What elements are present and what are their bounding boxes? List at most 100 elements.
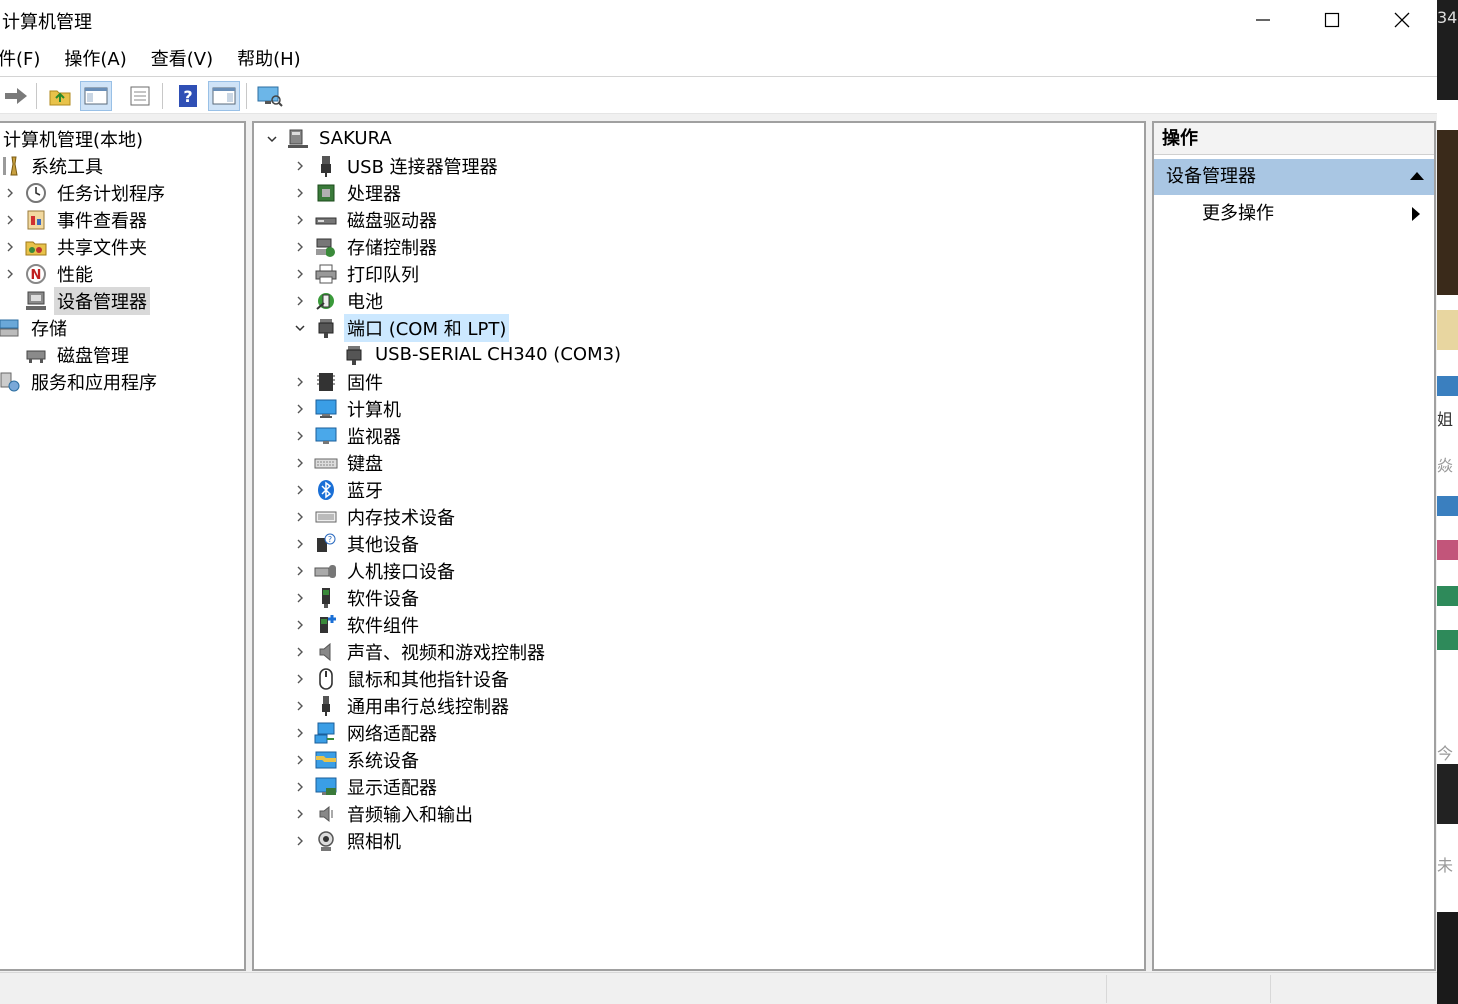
device-category[interactable]: 软件组件 bbox=[292, 611, 422, 638]
expand-chevron-icon[interactable] bbox=[292, 482, 308, 498]
expand-chevron-icon[interactable] bbox=[2, 239, 18, 255]
device-category[interactable]: 蓝牙 bbox=[292, 476, 386, 503]
expand-chevron-icon[interactable] bbox=[292, 806, 308, 822]
console-tree-item[interactable]: 磁盘管理 bbox=[24, 341, 132, 368]
device-category[interactable]: 通用串行总线控制器 bbox=[292, 692, 512, 719]
device-category[interactable]: 磁盘驱动器 bbox=[292, 206, 440, 233]
expand-chevron-icon[interactable] bbox=[292, 293, 308, 309]
device-category[interactable]: 监视器 bbox=[292, 422, 404, 449]
tree-item-label: 声音、视频和游戏控制器 bbox=[347, 642, 545, 664]
expand-chevron-icon[interactable] bbox=[292, 644, 308, 660]
camera-icon bbox=[314, 829, 338, 853]
device-category[interactable]: 内存技术设备 bbox=[292, 503, 458, 530]
device-tree-root[interactable]: SAKURA bbox=[264, 125, 395, 152]
expand-chevron-icon[interactable] bbox=[292, 212, 308, 228]
collapse-chevron-icon[interactable] bbox=[264, 131, 280, 147]
expand-chevron-icon[interactable] bbox=[292, 617, 308, 633]
expand-chevron-icon[interactable] bbox=[292, 752, 308, 768]
expand-chevron-icon[interactable] bbox=[292, 185, 308, 201]
window-title: 计算机管理 bbox=[2, 12, 92, 33]
device-category[interactable]: 存储控制器 bbox=[292, 233, 440, 260]
menu-action[interactable]: 操作(A) bbox=[64, 49, 127, 70]
expand-chevron-icon[interactable] bbox=[292, 590, 308, 606]
device-category[interactable]: 系统设备 bbox=[292, 746, 422, 773]
expand-chevron-icon[interactable] bbox=[292, 536, 308, 552]
tree-item-label: 任务计划程序 bbox=[57, 183, 165, 205]
menu-help[interactable]: 帮助(H) bbox=[237, 49, 301, 70]
device-category[interactable]: 打印队列 bbox=[292, 260, 422, 287]
properties-button[interactable] bbox=[124, 81, 156, 111]
console-tree-item[interactable]: 计算机管理(本地) bbox=[0, 125, 146, 152]
expand-chevron-icon[interactable] bbox=[2, 212, 18, 228]
console-tree-item[interactable]: 存储 bbox=[0, 314, 70, 341]
expand-chevron-icon[interactable] bbox=[292, 428, 308, 444]
expand-chevron-icon[interactable] bbox=[292, 266, 308, 282]
console-tree-item[interactable]: 事件查看器 bbox=[2, 206, 150, 233]
device-category[interactable]: 键盘 bbox=[292, 449, 386, 476]
actions-group-device-manager[interactable]: 设备管理器 bbox=[1154, 159, 1434, 195]
menu-file[interactable]: 件(F) bbox=[0, 49, 41, 70]
tree-item-label: 服务和应用程序 bbox=[31, 372, 157, 394]
speaker-icon bbox=[314, 640, 338, 664]
expand-chevron-icon[interactable] bbox=[292, 725, 308, 741]
forward-button[interactable] bbox=[0, 81, 32, 111]
expand-chevron-icon[interactable] bbox=[2, 185, 18, 201]
device-category[interactable]: 固件 bbox=[292, 368, 386, 395]
console-tree-item[interactable]: 服务和应用程序 bbox=[0, 368, 160, 395]
minimize-button[interactable] bbox=[1228, 0, 1298, 40]
console-tree-item[interactable]: 设备管理器 bbox=[24, 286, 150, 315]
tree-item-label: 处理器 bbox=[347, 183, 401, 205]
device-category[interactable]: 网络适配器 bbox=[292, 719, 440, 746]
background-badge bbox=[1437, 496, 1458, 516]
scan-hardware-icon bbox=[257, 86, 283, 107]
expand-chevron-icon[interactable] bbox=[2, 266, 18, 282]
maximize-button[interactable] bbox=[1297, 0, 1367, 40]
help-button[interactable]: ? bbox=[172, 81, 204, 111]
device-category[interactable]: ?其他设备 bbox=[292, 530, 422, 557]
show-hide-tree-button[interactable] bbox=[80, 81, 112, 111]
device-category[interactable]: 软件设备 bbox=[292, 584, 422, 611]
console-tree-icon bbox=[84, 87, 108, 105]
console-tree-item[interactable]: 任务计划程序 bbox=[2, 179, 168, 206]
system-device-icon bbox=[314, 748, 338, 772]
device-category[interactable]: USB 连接器管理器 bbox=[292, 152, 501, 179]
device-category[interactable]: 人机接口设备 bbox=[292, 557, 458, 584]
expand-chevron-icon[interactable] bbox=[292, 509, 308, 525]
expand-chevron-icon[interactable] bbox=[292, 671, 308, 687]
expand-chevron-icon[interactable] bbox=[292, 239, 308, 255]
expand-chevron-icon[interactable] bbox=[292, 779, 308, 795]
device-category[interactable]: 电池 bbox=[292, 287, 386, 314]
console-tree-item[interactable]: 系统工具 bbox=[0, 152, 106, 179]
expand-chevron-icon[interactable] bbox=[292, 158, 308, 174]
device-category[interactable]: 计算机 bbox=[292, 395, 404, 422]
disk-icon bbox=[24, 343, 48, 367]
minimize-icon bbox=[1256, 19, 1270, 21]
close-button[interactable] bbox=[1367, 0, 1437, 40]
device-category[interactable]: 鼠标和其他指针设备 bbox=[292, 665, 512, 692]
expand-chevron-icon[interactable] bbox=[292, 374, 308, 390]
console-tree-item[interactable]: 共享文件夹 bbox=[2, 233, 150, 260]
expand-chevron-icon[interactable] bbox=[292, 455, 308, 471]
device-category[interactable]: 音频输入和输出 bbox=[292, 800, 476, 827]
menu-view[interactable]: 查看(V) bbox=[150, 49, 214, 70]
collapse-chevron-icon[interactable] bbox=[292, 320, 308, 336]
device-category[interactable]: 处理器 bbox=[292, 179, 404, 206]
forward-arrow-icon bbox=[5, 88, 27, 104]
expand-chevron-icon[interactable] bbox=[292, 401, 308, 417]
up-folder-button[interactable] bbox=[44, 81, 76, 111]
device-category[interactable]: 显示适配器 bbox=[292, 773, 440, 800]
software-component-icon bbox=[314, 613, 338, 637]
device-category[interactable]: 端口 (COM 和 LPT) bbox=[292, 313, 510, 342]
tree-item-label: 磁盘管理 bbox=[57, 345, 129, 367]
device-item[interactable]: USB-SERIAL CH340 (COM3) bbox=[342, 341, 624, 368]
more-actions-item[interactable]: 更多操作 bbox=[1202, 203, 1274, 224]
expand-chevron-icon[interactable] bbox=[292, 833, 308, 849]
expand-chevron-icon[interactable] bbox=[292, 563, 308, 579]
show-hide-action-pane-button[interactable] bbox=[208, 81, 240, 111]
scan-hardware-button[interactable] bbox=[254, 81, 286, 111]
device-category[interactable]: 声音、视频和游戏控制器 bbox=[292, 638, 548, 665]
expand-chevron-icon[interactable] bbox=[292, 698, 308, 714]
device-category[interactable]: 照相机 bbox=[292, 827, 404, 854]
